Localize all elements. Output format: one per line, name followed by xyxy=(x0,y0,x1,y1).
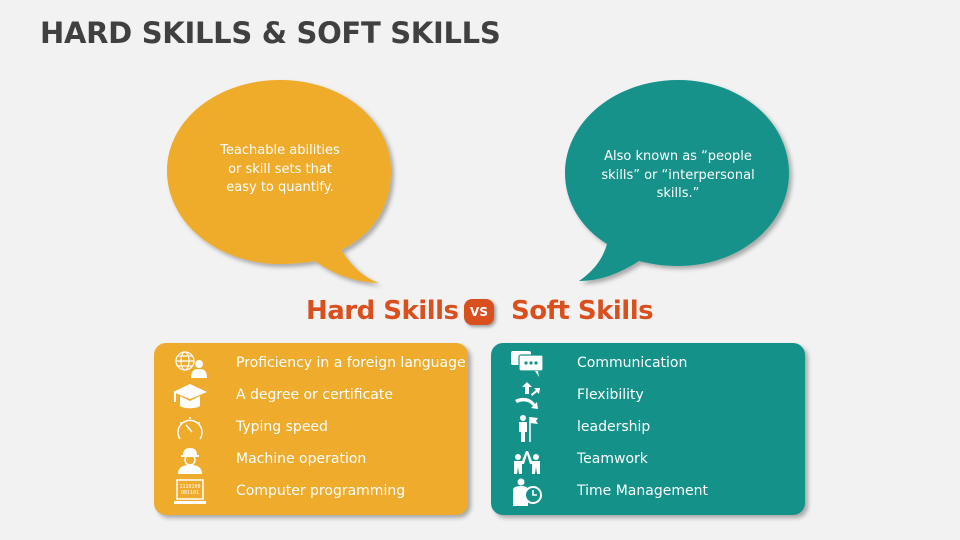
speech-bubble-shape xyxy=(565,80,789,281)
bubble-text-line: skills.” xyxy=(656,186,700,201)
speedometer-icon xyxy=(177,417,203,440)
skill-label: Flexibility xyxy=(577,387,644,403)
bubble-text-line: or skill sets that xyxy=(228,161,332,177)
hard-skills-heading: Hard Skills xyxy=(306,296,459,326)
list-item: Time Management xyxy=(491,476,805,508)
skill-label: Proficiency in a foreign language xyxy=(236,355,466,371)
bubble-text-line: Also known as “people xyxy=(604,149,752,164)
list-item: leadership xyxy=(491,412,805,444)
vs-badge: VS xyxy=(464,299,494,325)
chat-bubbles-icon xyxy=(511,351,544,377)
skill-label: Teamwork xyxy=(577,451,648,467)
skill-label: Communication xyxy=(577,355,688,371)
list-item: Machine operation xyxy=(154,444,468,476)
skill-label: leadership xyxy=(577,419,651,435)
skill-label: Typing speed xyxy=(236,419,328,435)
skill-label: Machine operation xyxy=(236,451,367,467)
soft-skills-speech-bubble: Also known as “people skills” or “interp… xyxy=(563,78,793,288)
speech-bubble-shape xyxy=(167,80,391,283)
list-item: Typing speed xyxy=(154,412,468,444)
person-clock-icon xyxy=(513,478,542,506)
bubble-text-line: skills” or “interpersonal xyxy=(601,167,755,183)
list-item: Communication xyxy=(491,348,805,380)
hard-skills-panel: Proficiency in a foreign language A degr… xyxy=(154,343,468,515)
list-item: A degree or certificate xyxy=(154,380,468,412)
page-title: HARD SKILLS & SOFT SKILLS xyxy=(40,16,501,50)
skill-label: A degree or certificate xyxy=(236,387,393,403)
bubble-text-line: Teachable abilities xyxy=(220,143,340,158)
svg-text:001101: 001101 xyxy=(181,490,199,496)
svg-text:1110100: 1110100 xyxy=(179,484,200,490)
skill-label: Time Management xyxy=(577,483,708,499)
list-item: Teamwork xyxy=(491,444,805,476)
diverging-arrows-icon xyxy=(515,382,540,409)
skill-label: Computer programming xyxy=(236,483,406,499)
globe-person-icon xyxy=(175,351,207,378)
high-five-icon xyxy=(514,451,540,474)
bubble-text-line: easy to quantify. xyxy=(226,180,334,195)
list-item: Proficiency in a foreign language xyxy=(154,348,468,380)
worker-helmet-icon xyxy=(178,448,202,474)
soft-skills-panel: Communication Flexibility leadership Tea… xyxy=(491,343,805,515)
list-item: Flexibility xyxy=(491,380,805,412)
hard-skills-speech-bubble: Teachable abilities or skill sets that e… xyxy=(165,78,395,288)
graduation-cap-icon xyxy=(173,384,207,409)
soft-skills-heading: Soft Skills xyxy=(511,296,654,326)
person-flag-icon xyxy=(519,415,538,442)
